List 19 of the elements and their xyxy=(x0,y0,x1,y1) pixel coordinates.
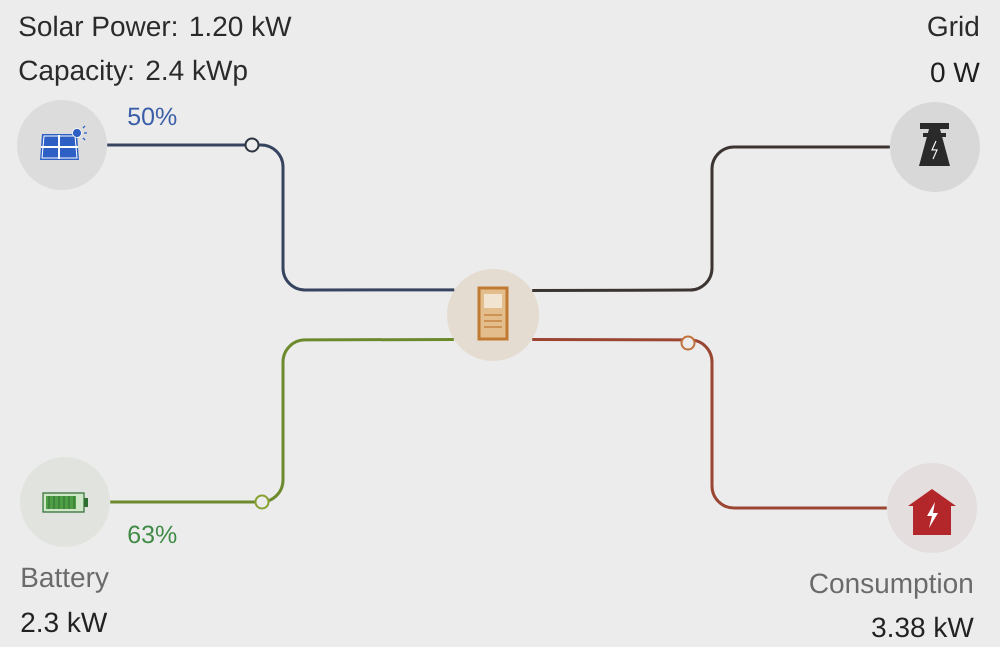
heading-text: Battery xyxy=(22,568,109,593)
reading-text: Solar Power: 1.20 kW xyxy=(19,16,292,36)
solar-panel-icon xyxy=(17,100,107,190)
connector-line xyxy=(110,338,454,504)
heading-text: Consumption xyxy=(810,572,972,599)
value-text: 2.3 kW xyxy=(22,612,108,632)
connector-line xyxy=(532,146,890,292)
connector-line xyxy=(107,144,454,292)
value-text: 3.38 kW xyxy=(872,616,974,638)
power-pylon-icon xyxy=(890,102,980,192)
connector-line xyxy=(532,338,887,510)
heading-text: Grid xyxy=(928,16,978,36)
inverter-icon xyxy=(447,269,539,361)
edge-label: 63% xyxy=(128,526,176,544)
value-text: 0 W xyxy=(931,62,980,82)
battery-icon xyxy=(20,456,110,547)
reading-text: Capacity: 2.4 kWp xyxy=(20,60,247,86)
house-icon xyxy=(887,462,977,553)
edge-label: 50% xyxy=(128,108,176,126)
